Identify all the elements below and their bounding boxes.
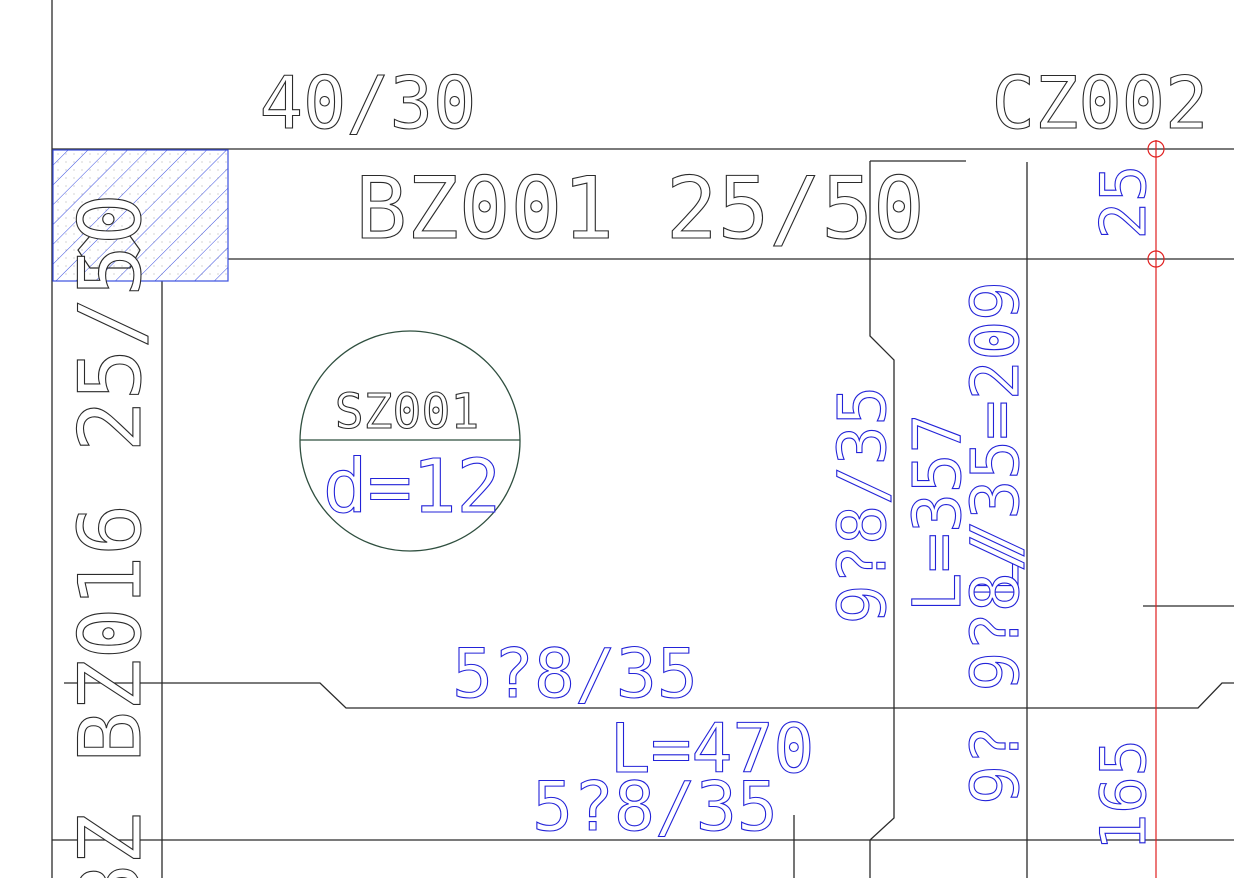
rebar-horizontal-label-2: 5?8/35: [532, 768, 778, 847]
rebar-horizontal-label-1: 5?8/35: [452, 635, 698, 714]
rebar-vertical-label-3: 9?: [957, 725, 1034, 804]
grid-axis: [1147, 140, 1165, 878]
dim-25-label: 25: [1087, 165, 1160, 240]
column-hatch: [52, 149, 229, 282]
rebar-vertical-label-2: 9?8/: [957, 533, 1034, 692]
axis-marker-top: [1147, 140, 1165, 158]
column-size-label: 40/30: [260, 61, 477, 145]
axis-marker-bottom: [1147, 250, 1165, 268]
rebar-vertical-length-2: L/35=209: [957, 281, 1034, 599]
slab-thickness-label: d=12: [323, 444, 501, 530]
rebar-vertical-length-1: L=357: [899, 414, 976, 613]
rebar-vertical-label-1: 9?8/35: [824, 386, 901, 624]
dim-165-label: 165: [1087, 739, 1160, 851]
beam-top-label: BZ001 25/50: [355, 159, 925, 259]
slab-tag: SZ001 d=12: [299, 330, 521, 552]
slab-id-label: SZ001: [335, 384, 480, 440]
rebar-horizontal-length: L=470: [610, 710, 815, 789]
beam-left-label: BZ016 25/50: [61, 193, 161, 763]
structural-linework: [51, 0, 1234, 878]
column-id-label: CZ002: [992, 61, 1209, 145]
beam-left-bottom-label: BZ: [61, 813, 161, 878]
